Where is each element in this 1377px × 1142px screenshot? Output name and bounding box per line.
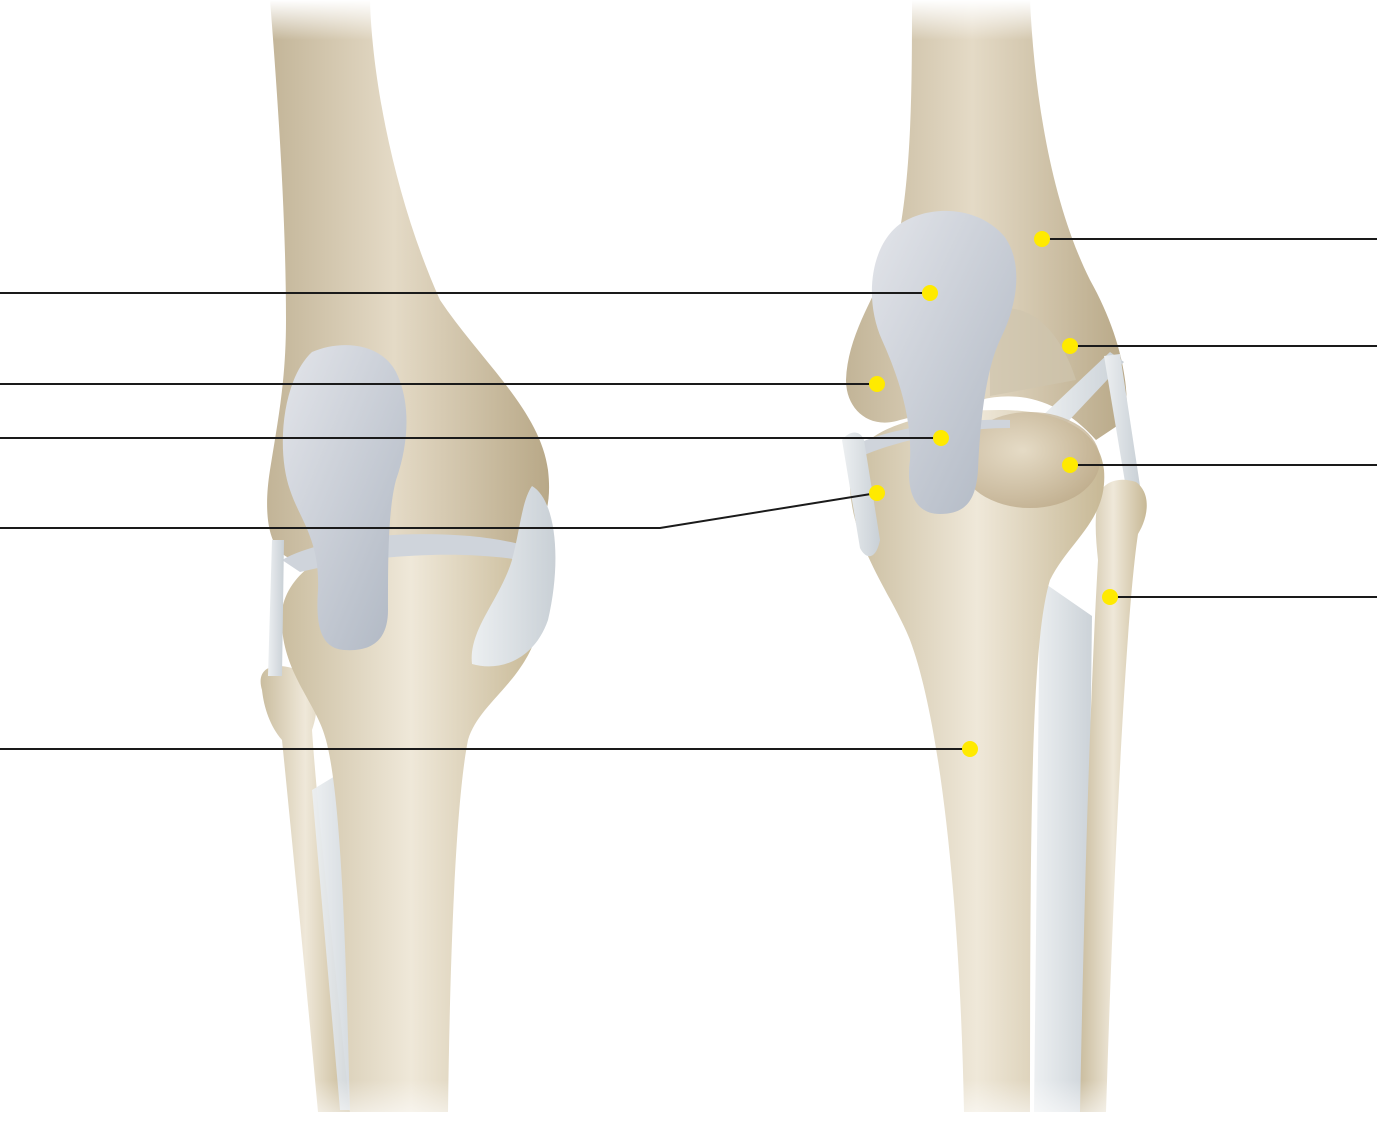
left-knee-view [240, 0, 555, 1142]
yellow-dot-marker[interactable] [869, 485, 885, 501]
yellow-dot-marker[interactable] [922, 285, 938, 301]
right-fibula [1080, 480, 1147, 1112]
yellow-dot-marker[interactable] [1102, 589, 1118, 605]
leader-lines [0, 239, 1377, 749]
right-knee-view [842, 0, 1147, 1142]
yellow-dot-marker[interactable] [1034, 231, 1050, 247]
left-collateral-ligament-lateral [268, 540, 284, 676]
yellow-dot-marker[interactable] [933, 430, 949, 446]
yellow-dot-marker[interactable] [962, 741, 978, 757]
yellow-dot-marker[interactable] [1062, 457, 1078, 473]
yellow-dot-marker[interactable] [869, 376, 885, 392]
yellow-dot-marker[interactable] [1062, 338, 1078, 354]
